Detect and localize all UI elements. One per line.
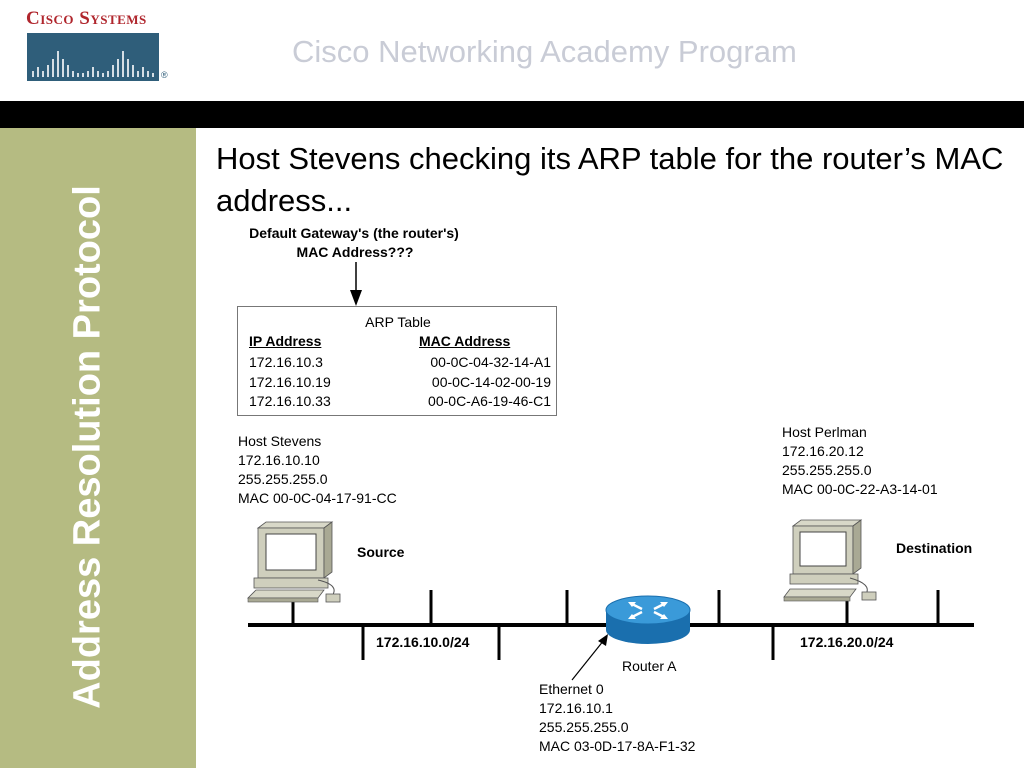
host-perlman-mac: MAC 00-0C-22-A3-14-01 [782,481,938,497]
arp-ip-cell: 172.16.10.19 [249,373,331,390]
table-row: 172.16.10.19 00-0C-14-02-00-19 [249,373,551,393]
host-stevens-ip: 172.16.10.10 [238,452,320,468]
logo-bridge-graphic [27,33,159,81]
table-row: 172.16.10.3 00-0C-04-32-14-A1 [249,353,551,373]
program-title: Cisco Networking Academy Program [292,34,797,69]
host-stevens-name: Host Stevens [238,433,322,449]
host-stevens-mask: 255.255.255.0 [238,471,328,487]
registered-icon: ® [161,70,168,80]
arp-ip-cell: 172.16.10.33 [249,393,331,409]
bridge-icon [32,51,154,77]
router-mac: MAC 03-0D-17-8A-F1-32 [539,738,696,754]
callout-arrow [350,262,362,306]
arp-header-mac: MAC Address [419,333,511,349]
host-perlman-computer-icon [783,519,877,602]
destination-label: Destination [896,540,973,556]
callout-line-2: MAC Address??? [296,244,414,260]
table-row: 172.16.10.33 00-0C-A6-19-46-C1 [249,392,551,412]
host-stevens-mac: MAC 00-0C-04-17-91-CC [238,490,397,506]
router-mask: 255.255.255.0 [539,719,629,735]
arp-mac-cell: 00-0C-04-32-14-A1 [430,354,551,370]
sidebar [0,128,196,768]
arp-table-title: ARP Table [365,314,431,330]
host-perlman-ip: 172.16.20.12 [782,443,864,459]
host-perlman-mask: 255.255.255.0 [782,462,872,478]
router-icon [605,595,691,644]
router-ip: 172.16.10.1 [539,700,613,716]
arp-table-rows: 172.16.10.3 00-0C-04-32-14-A1 172.16.10.… [249,353,551,412]
logo-text: Cisco Systems [26,8,147,29]
router-interface: Ethernet 0 [539,681,604,697]
network-right-label: 172.16.20.0/24 [800,634,894,650]
header-divider-bar [0,101,1024,128]
cisco-logo: Cisco Systems ® [26,8,172,86]
network-left-label: 172.16.10.0/24 [376,634,470,650]
router-name: Router A [622,658,677,674]
arp-table: ARP Table IP Address MAC Address 172.16.… [237,306,557,416]
host-stevens-computer-icon [247,521,341,603]
arp-ip-cell: 172.16.10.3 [249,354,323,370]
source-label: Source [357,544,405,560]
callout-line-1: Default Gateway's (the router's) [249,225,459,241]
slide-title: Host Stevens checking its ARP table for … [216,141,1004,218]
arp-header-ip: IP Address [249,333,322,349]
host-perlman-name: Host Perlman [782,424,867,440]
arp-mac-cell: 00-0C-A6-19-46-C1 [428,393,551,409]
arp-mac-cell: 00-0C-14-02-00-19 [431,373,551,390]
router-interface-pointer [571,634,608,681]
